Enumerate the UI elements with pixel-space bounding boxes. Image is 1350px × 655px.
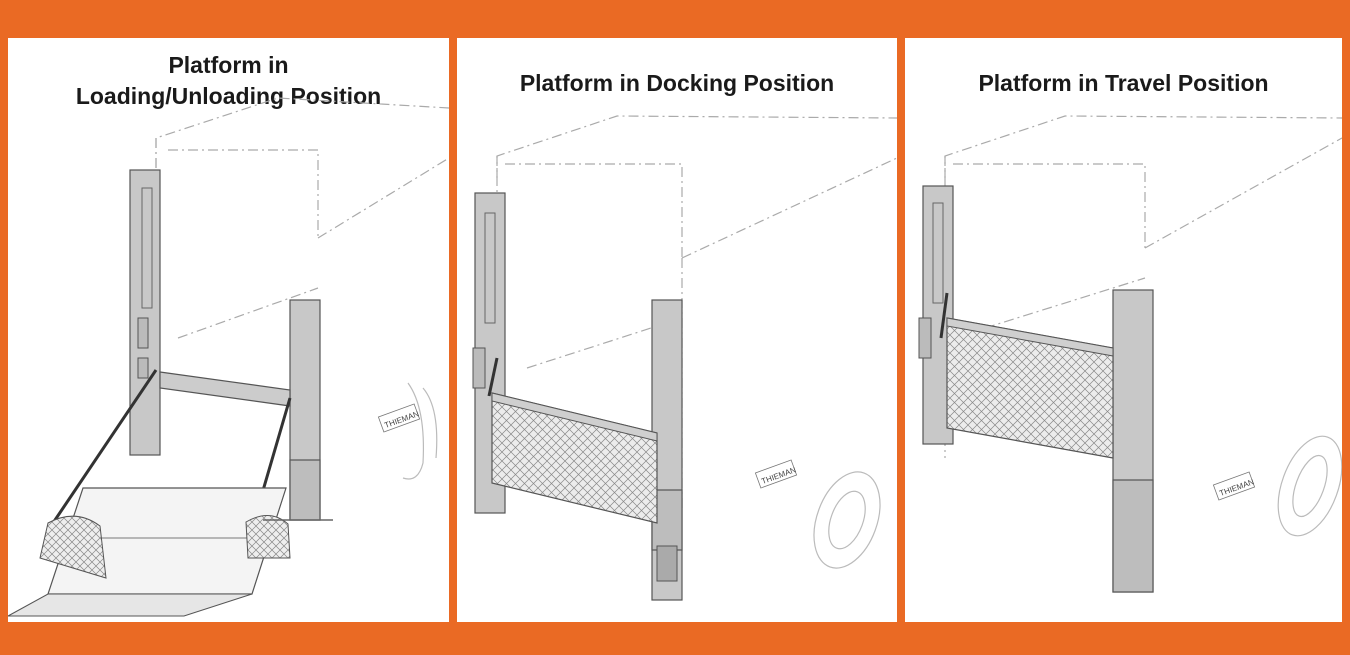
liftgate-docking-illustration: THIEMAN [472, 115, 897, 601]
panel-loading-position: Platform in Loading/Unloading Position [8, 38, 449, 622]
panel-title-line: Platform in Travel Position [978, 70, 1269, 96]
panel-travel-position: Platform in Travel Position [905, 38, 1342, 622]
liftgate-loading-illustration: THIEMAN [8, 97, 449, 617]
liftgate-travel-illustration: THIEMAN [918, 115, 1342, 593]
panel-title-travel: Platform in Travel Position [905, 68, 1342, 99]
thieman-logo: THIEMAN [1212, 471, 1255, 501]
panel-title-line: Platform in [168, 52, 289, 78]
panel-title-loading: Platform in Loading/Unloading Position [8, 50, 449, 112]
thieman-logo: THIEMAN [377, 403, 420, 433]
left-post [129, 169, 161, 456]
panel-title-line: Loading/Unloading Position [75, 83, 382, 109]
panel-title-docking: Platform in Docking Position [457, 68, 897, 99]
thieman-logo: THIEMAN [754, 459, 797, 489]
panel-title-line: Platform in Docking Position [519, 70, 835, 96]
panel-docking-position: Platform in Docking Position [457, 38, 897, 622]
